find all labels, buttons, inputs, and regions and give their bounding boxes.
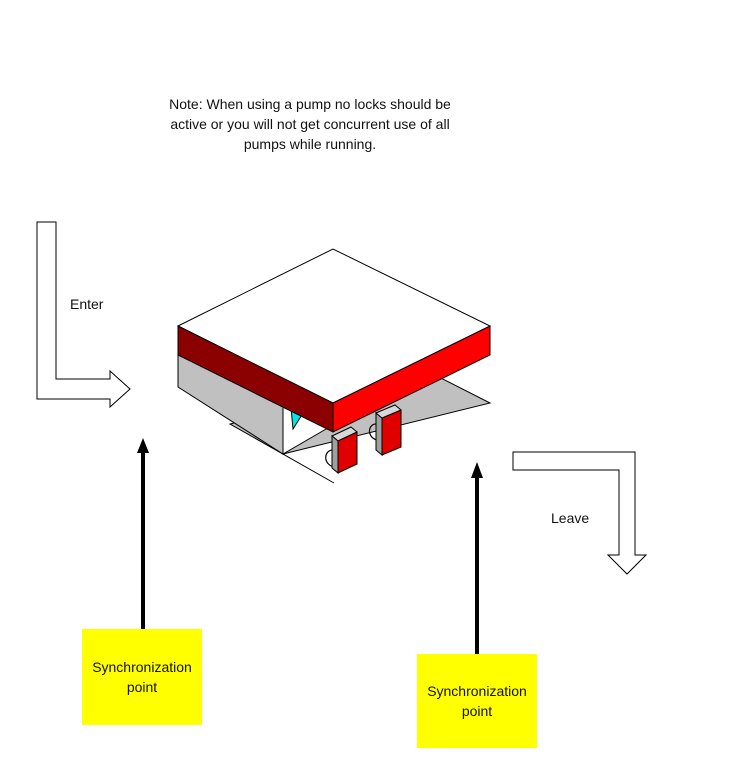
leave-arrow xyxy=(512,451,648,575)
sync-point-label: Synchronization xyxy=(427,683,527,699)
note-line: pumps while running. xyxy=(243,136,377,152)
gas-station-icon xyxy=(176,248,492,484)
enter-label: Enter xyxy=(70,296,104,312)
fuel-pump-icon xyxy=(325,426,358,475)
sync-point-label: point xyxy=(126,679,158,695)
note-text: Note: When using a pump no locks should … xyxy=(140,94,480,154)
sync-point-box-right: Synchronization point xyxy=(417,654,537,748)
station-fascia-front xyxy=(332,325,491,433)
sync-point-box-left: Synchronization point xyxy=(82,629,202,725)
fuel-pump-icon xyxy=(368,404,402,457)
sync-arrow-right xyxy=(471,462,483,654)
enter-arrow xyxy=(36,221,131,409)
note-line: active or you will not get concurrent us… xyxy=(170,116,450,132)
sync-point-label: point xyxy=(461,703,493,719)
leave-label: Leave xyxy=(551,510,590,526)
note-line: Note: When using a pump no locks should … xyxy=(169,96,451,112)
sync-arrow-left xyxy=(137,438,149,629)
sync-point-label: Synchronization xyxy=(92,659,192,675)
